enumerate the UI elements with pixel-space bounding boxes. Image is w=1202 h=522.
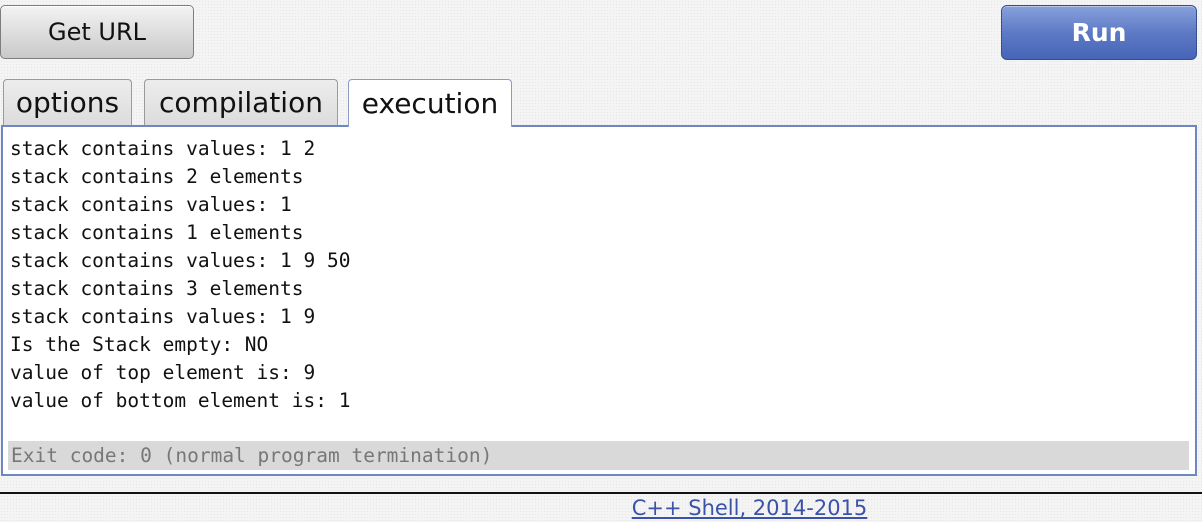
- tab-options[interactable]: options: [3, 79, 132, 125]
- output-line: stack contains 3 elements: [10, 277, 304, 300]
- output-line: value of top element is: 9: [10, 361, 316, 384]
- output-lines: stack contains values: 1 2 stack contain…: [10, 135, 1189, 415]
- output-line: stack contains 2 elements: [10, 165, 304, 188]
- tab-execution[interactable]: execution: [348, 79, 512, 127]
- output-line: stack contains values: 1 9: [10, 305, 316, 328]
- output-line: stack contains values: 1 9 50: [10, 249, 351, 272]
- execution-output-panel: stack contains values: 1 2 stack contain…: [1, 125, 1197, 476]
- run-button[interactable]: Run: [1001, 5, 1197, 60]
- output-line: Is the Stack empty: NO: [10, 333, 269, 356]
- footer-divider: [0, 492, 1202, 494]
- footer-credit-link[interactable]: C++ Shell, 2014-2015: [631, 496, 868, 520]
- output-line: stack contains values: 1 2: [10, 137, 316, 160]
- output-line: value of bottom element is: 1: [10, 389, 351, 412]
- get-url-button[interactable]: Get URL: [0, 5, 194, 59]
- output-line: stack contains values: 1: [10, 193, 292, 216]
- exit-code-status: Exit code: 0 (normal program termination…: [8, 441, 1189, 470]
- tab-compilation[interactable]: compilation: [144, 79, 338, 125]
- output-line: stack contains 1 elements: [10, 221, 304, 244]
